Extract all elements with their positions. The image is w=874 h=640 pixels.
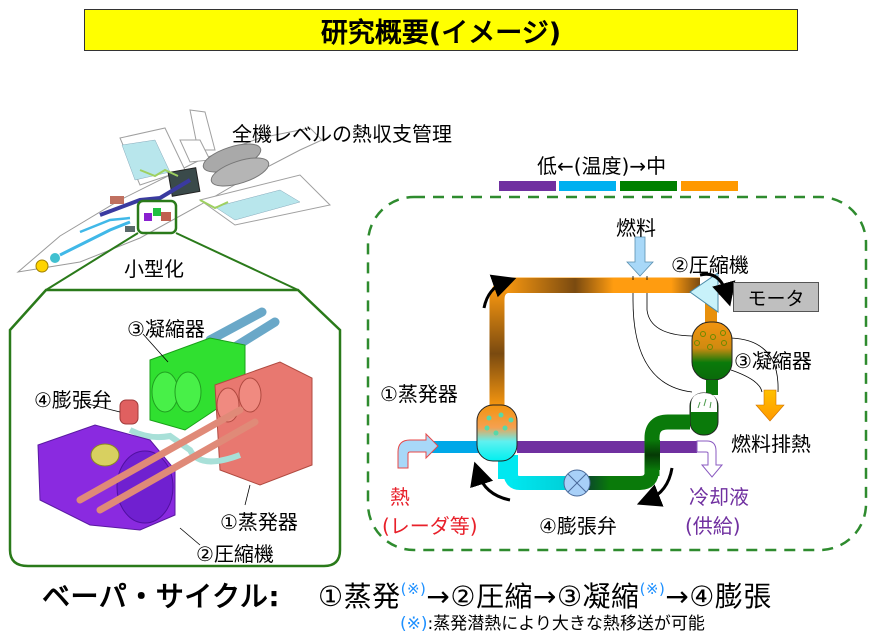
inset-compressor-label: ②圧縮機 <box>196 542 274 566</box>
flow-arrow-bottom-left <box>470 461 511 502</box>
motor-label: モータ <box>747 287 805 310</box>
page-title: 研究概要(イメージ) <box>320 17 562 49</box>
fuel-exhaust-arrow <box>755 389 785 422</box>
compressor-label: ②圧縮機 <box>671 253 749 277</box>
fuel-label: 燃料 <box>616 216 656 240</box>
condenser-vessel <box>691 321 733 381</box>
footnote: (※):蒸発潜熱により大きな熱移送が可能 <box>400 609 705 634</box>
title-banner: 研究概要(イメージ) <box>84 9 798 51</box>
legend-swatch-mid-low <box>620 181 677 191</box>
inset-condenser-label: ③凝縮器 <box>127 317 205 341</box>
zoom-highlight-box <box>136 199 178 235</box>
footnote-mark: (※) <box>400 580 427 598</box>
motor-box: モータ <box>733 282 819 312</box>
evaporator-label: ①蒸発器 <box>380 382 458 406</box>
step-compress-condense: →②圧縮→③凝縮 <box>426 580 640 613</box>
vapor-cycle-label: ベーパ・サイクル: <box>42 580 281 613</box>
footnote-text: :蒸発潜熱により大きな熱移送が可能 <box>427 614 705 634</box>
heat-label: 熱 <box>390 485 410 509</box>
step-evaporate: ①蒸発 <box>318 580 401 613</box>
expansion-valve-label: ④膨張弁 <box>539 514 617 538</box>
fuel-exhaust-label: 燃料排熱 <box>731 432 811 456</box>
heat-source-label: (レーダ等) <box>382 514 478 538</box>
legend-swatch-mid <box>681 181 738 191</box>
vapor-cycle-summary: ベーパ・サイクル:①蒸発(※)→②圧縮→③凝縮(※)→④膨張 <box>42 575 772 615</box>
cycle-dashed-frame <box>366 195 868 552</box>
coolant-label: 冷却液 <box>689 485 749 509</box>
aircraft-illustration <box>16 109 332 291</box>
flow-arrow-bottom-right <box>636 467 674 507</box>
heat-inlet-arrow <box>397 432 439 469</box>
fuel-inlet-arrow <box>626 236 654 277</box>
inset-hardware-illustration <box>37 307 313 546</box>
miniaturize-label: 小型化 <box>124 257 184 281</box>
inset-expansion-valve-label: ④膨張弁 <box>34 388 112 412</box>
inset-evaporator-label: ①蒸発器 <box>220 510 298 534</box>
step-expand: →④膨張 <box>665 580 772 613</box>
coolant-supply-label: (供給) <box>685 514 741 538</box>
legend-title: 低←(温度)→中 <box>537 154 667 178</box>
temperature-legend <box>499 181 738 191</box>
footnote-note-mark: (※) <box>400 614 428 634</box>
legend-swatch-lowest <box>499 181 556 191</box>
footnote-mark: (※) <box>639 580 666 598</box>
coolant-outlet-arrow <box>696 440 724 478</box>
whole-aircraft-label: 全機レベルの熱収支管理 <box>232 122 452 146</box>
legend-swatch-low <box>559 181 616 191</box>
vapor-cycle-schematic <box>397 236 785 507</box>
flow-arrow-top-left <box>482 274 517 309</box>
condenser-label: ③凝縮器 <box>734 349 812 373</box>
